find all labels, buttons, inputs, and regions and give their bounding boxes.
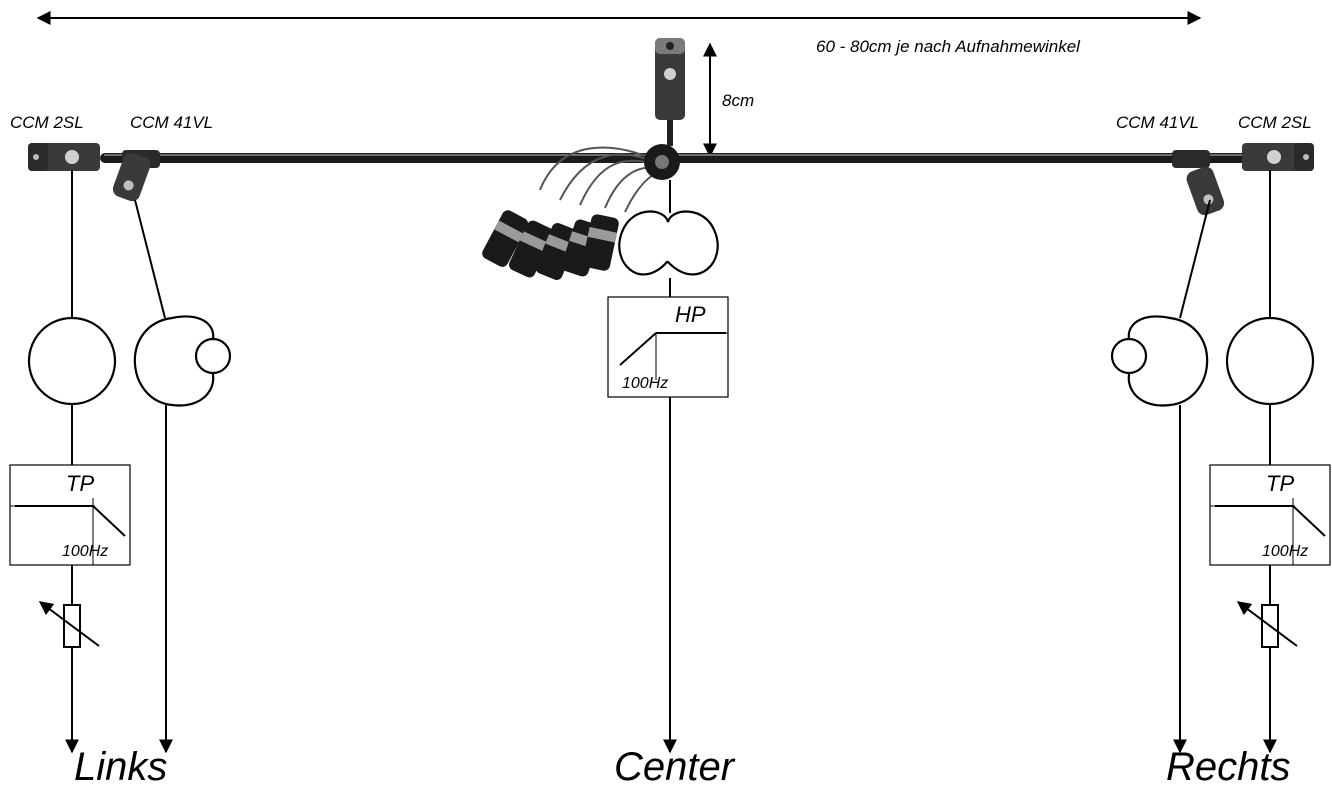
center-highpass-freq: 100Hz	[622, 375, 668, 392]
right-omni-mic-label: CCM 2SL	[1238, 113, 1312, 132]
right-omni-microphone	[1242, 143, 1314, 171]
center-highpass-label: HP	[675, 302, 706, 327]
right-cardioid-polar-pattern	[1112, 316, 1207, 405]
center-microphone	[644, 38, 685, 180]
right-lowpass-filter: TP 100Hz	[1210, 465, 1330, 565]
width-dimension-label: 60 - 80cm je nach Aufnahmewinkel	[816, 37, 1081, 56]
left-lowpass-freq: 100Hz	[62, 543, 108, 560]
left-lowpass-label: TP	[66, 471, 94, 496]
right-cardioid-mic-label: CCM 41VL	[1116, 113, 1199, 132]
center-highpass-filter: HP 100Hz	[608, 297, 728, 397]
left-omni-microphone	[28, 143, 100, 171]
left-lowpass-filter: TP 100Hz	[10, 465, 130, 565]
center-cardioid-polar-pattern	[619, 212, 717, 275]
right-omni-polar-pattern	[1227, 318, 1313, 404]
left-omni-mic-label: CCM 2SL	[10, 113, 84, 132]
output-label-center: Center	[614, 745, 736, 786]
left-omni-polar-pattern	[29, 318, 115, 404]
output-label-left: Links	[74, 745, 167, 786]
output-label-right: Rechts	[1166, 745, 1291, 786]
left-cardioid-polar-pattern	[135, 316, 230, 405]
left-level-potentiometer	[40, 602, 99, 647]
right-lowpass-freq: 100Hz	[1262, 543, 1308, 560]
height-dimension-label: 8cm	[722, 91, 754, 110]
right-level-potentiometer	[1238, 602, 1297, 647]
left-cardioid-mic-label: CCM 41VL	[130, 113, 213, 132]
right-lowpass-label: TP	[1266, 471, 1294, 496]
